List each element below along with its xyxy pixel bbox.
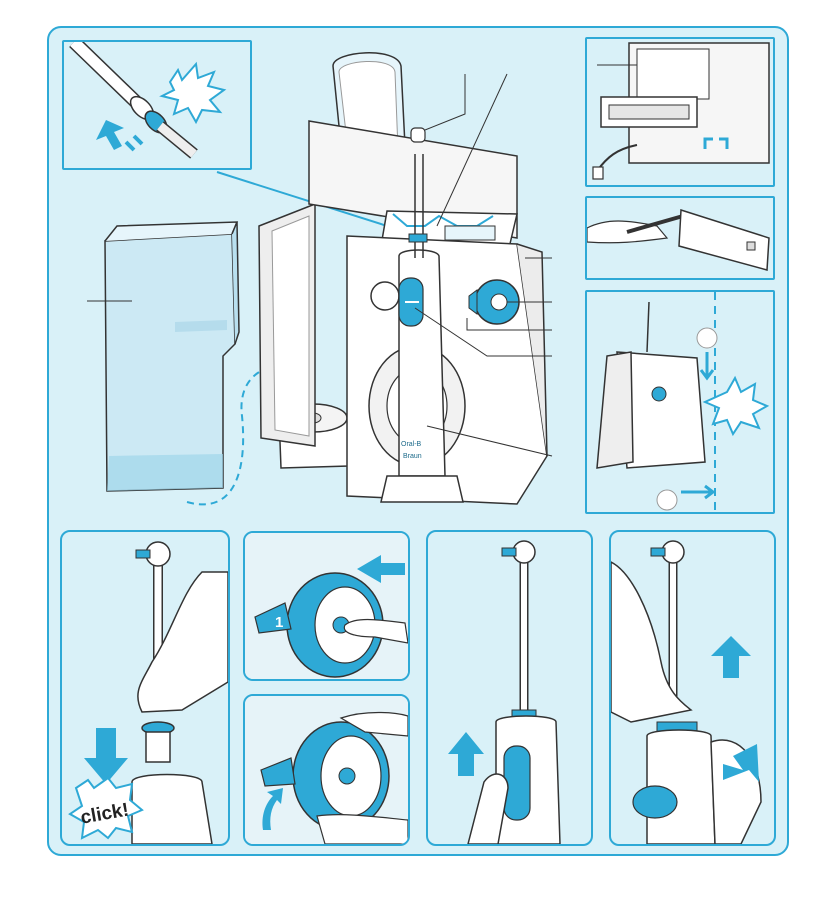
inset-wall-mount bbox=[585, 290, 775, 514]
step-set-pressure: 1 bbox=[243, 531, 410, 681]
step-release-button bbox=[609, 530, 776, 846]
inset-storage-compartment bbox=[585, 37, 775, 187]
inset-cover-removal bbox=[585, 196, 775, 280]
brand-logo-top: Oral-B bbox=[401, 441, 422, 448]
step-start-handle bbox=[426, 530, 593, 846]
main-unit bbox=[347, 236, 547, 504]
water-tank bbox=[87, 222, 239, 491]
inset-nozzle-attach bbox=[62, 40, 252, 170]
step-attach-nozzle: click! bbox=[60, 530, 230, 846]
step-rotate-dial bbox=[243, 694, 410, 846]
brand-logo-bottom: Braun bbox=[403, 453, 422, 460]
ring-number: 1 bbox=[275, 614, 283, 631]
